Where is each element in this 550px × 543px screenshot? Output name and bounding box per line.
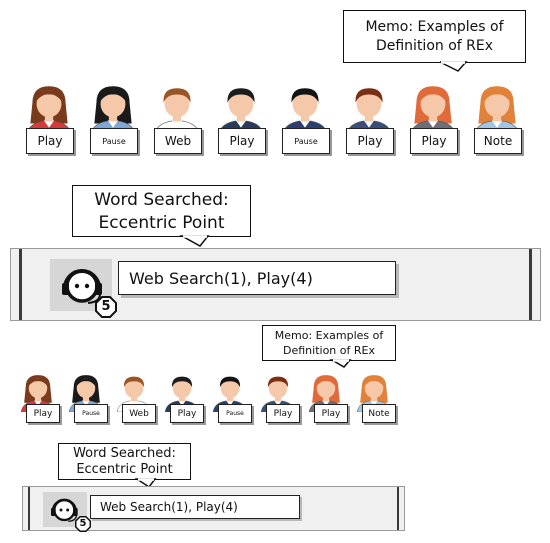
agent-avatar [352,372,396,416]
panel-rail-right [397,487,399,530]
agent-action-label: Pause [74,404,108,423]
word-callout-bottom: Word Searched: Eccentric Point [58,443,191,480]
memo-line-2: Definition of REx [375,38,494,54]
agent-action-label: Note [474,128,522,154]
result-box-top: Web Search(1), Play(4) [118,261,396,295]
badge-count-bottom: 5 [79,518,87,529]
agent-action-label: Web [122,404,156,423]
agent-action-label: Note [362,404,396,423]
panel-rail-left [19,249,22,320]
agent-action-label: Play [26,128,74,154]
agent-action-label: Play [410,128,458,154]
word-callout-top: Word Searched: Eccentric Point [72,185,251,237]
badge-icon-bottom [75,516,91,532]
word-line-2: Eccentric Point [76,462,173,477]
result-box-bottom: Web Search(1), Play(4) [90,495,300,519]
agent-action-label: Play [218,128,266,154]
memo-callout-top: Memo: Examples of Definition of REx [343,10,526,63]
agent-avatar [112,372,156,416]
agent-action-label: Play [314,404,348,423]
word-line-1: Word Searched: [73,446,176,461]
agent-action-label: Web [154,128,202,154]
word-line-1: Word Searched: [94,190,229,210]
agent-action-label: Play [170,404,204,423]
badge-count-top: 5 [101,299,111,314]
person-icon [116,376,152,413]
headset-icon [51,498,78,522]
memo-callout-bottom: Memo: Examples of Definition of REx [262,325,396,361]
person-icon [356,375,392,413]
agent-action-label: Play [346,128,394,154]
agent-action-label: Pause [218,404,252,423]
memo-line-1: Memo: Examples of [274,329,384,342]
panel-rail-right [529,249,532,320]
memo-line-2: Definition of REx [283,344,375,357]
headset-icon [62,269,102,304]
panel-rail-left [28,487,30,530]
agent-action-label: Pause [90,128,138,154]
badge-icon-top [95,296,117,318]
agent-action-label: Pause [282,128,330,154]
agent-action-label: Play [266,404,300,423]
memo-line-1: Memo: Examples of [365,19,504,35]
word-line-2: Eccentric Point [98,213,225,233]
agent-action-label: Play [26,404,60,423]
